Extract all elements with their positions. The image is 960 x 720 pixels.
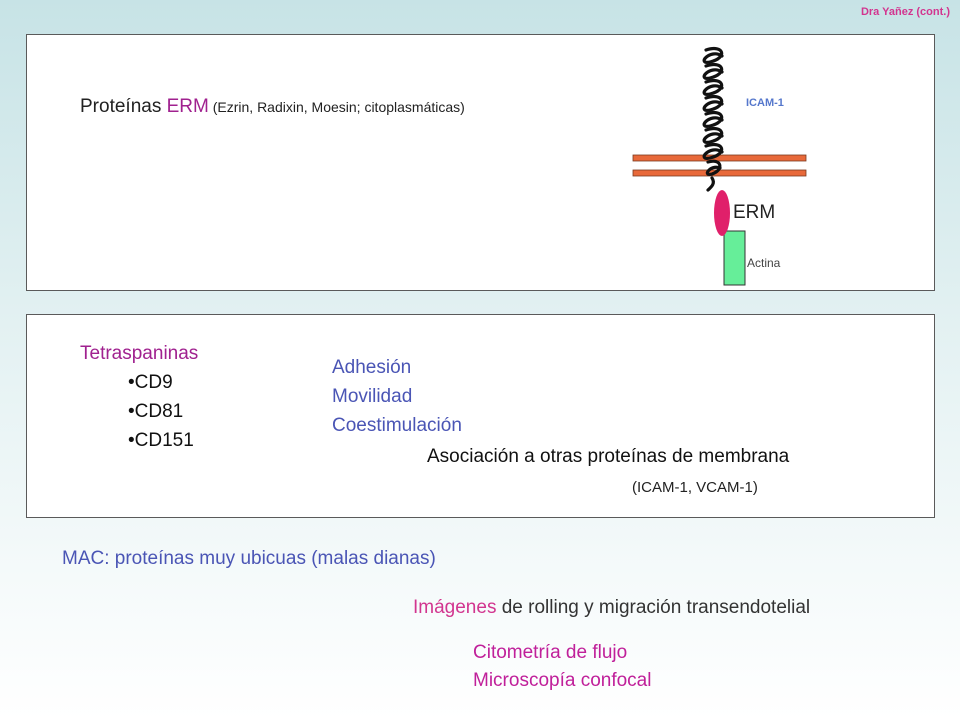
tetraspanin-title: Tetraspaninas xyxy=(80,343,199,364)
images-note: Imágenes de rolling y migración transend… xyxy=(413,597,810,619)
images-highlight: Imágenes xyxy=(413,597,497,618)
technique-flow-cytometry: Citometría de flujo xyxy=(473,642,628,663)
function-adhesion: Adhesión xyxy=(332,357,412,378)
images-rest: de rolling y migración transendotelial xyxy=(496,597,811,618)
technique-confocal-microscopy: Microscopía confocal xyxy=(473,670,652,691)
erm-oval xyxy=(714,190,730,236)
mac-note: MAC: proteínas muy ubicuas (malas dianas… xyxy=(62,548,436,569)
association-text: Asociación a otras proteínas de membrana xyxy=(427,446,790,467)
member-cd151: •CD151 xyxy=(128,430,194,451)
association-examples: (ICAM-1, VCAM-1) xyxy=(632,479,758,496)
actin-block xyxy=(723,230,746,286)
erm-panel xyxy=(26,34,935,291)
erm-title-prefix: Proteínas xyxy=(80,96,167,117)
author-note: Dra Yañez (cont.) xyxy=(860,6,950,18)
icam-erm-actin-diagram xyxy=(632,47,807,286)
function-motility: Movilidad xyxy=(332,386,413,407)
erm-panel-title: Proteínas ERM (Ezrin, Radixin, Moesin; c… xyxy=(80,96,465,118)
erm-label: ERM xyxy=(733,202,776,223)
erm-title-highlight: ERM xyxy=(166,96,209,117)
function-costimulation: Coestimulación xyxy=(332,415,462,436)
member-cd81: •CD81 xyxy=(128,401,184,422)
icam-label: ICAM-1 xyxy=(746,97,784,109)
member-cd9: •CD9 xyxy=(128,372,173,393)
actin-label: Actina xyxy=(747,256,781,270)
tetraspanin-panel xyxy=(26,314,935,518)
erm-title-detail: (Ezrin, Radixin, Moesin; citoplasmáticas… xyxy=(208,99,465,115)
icam-helix xyxy=(702,47,724,192)
